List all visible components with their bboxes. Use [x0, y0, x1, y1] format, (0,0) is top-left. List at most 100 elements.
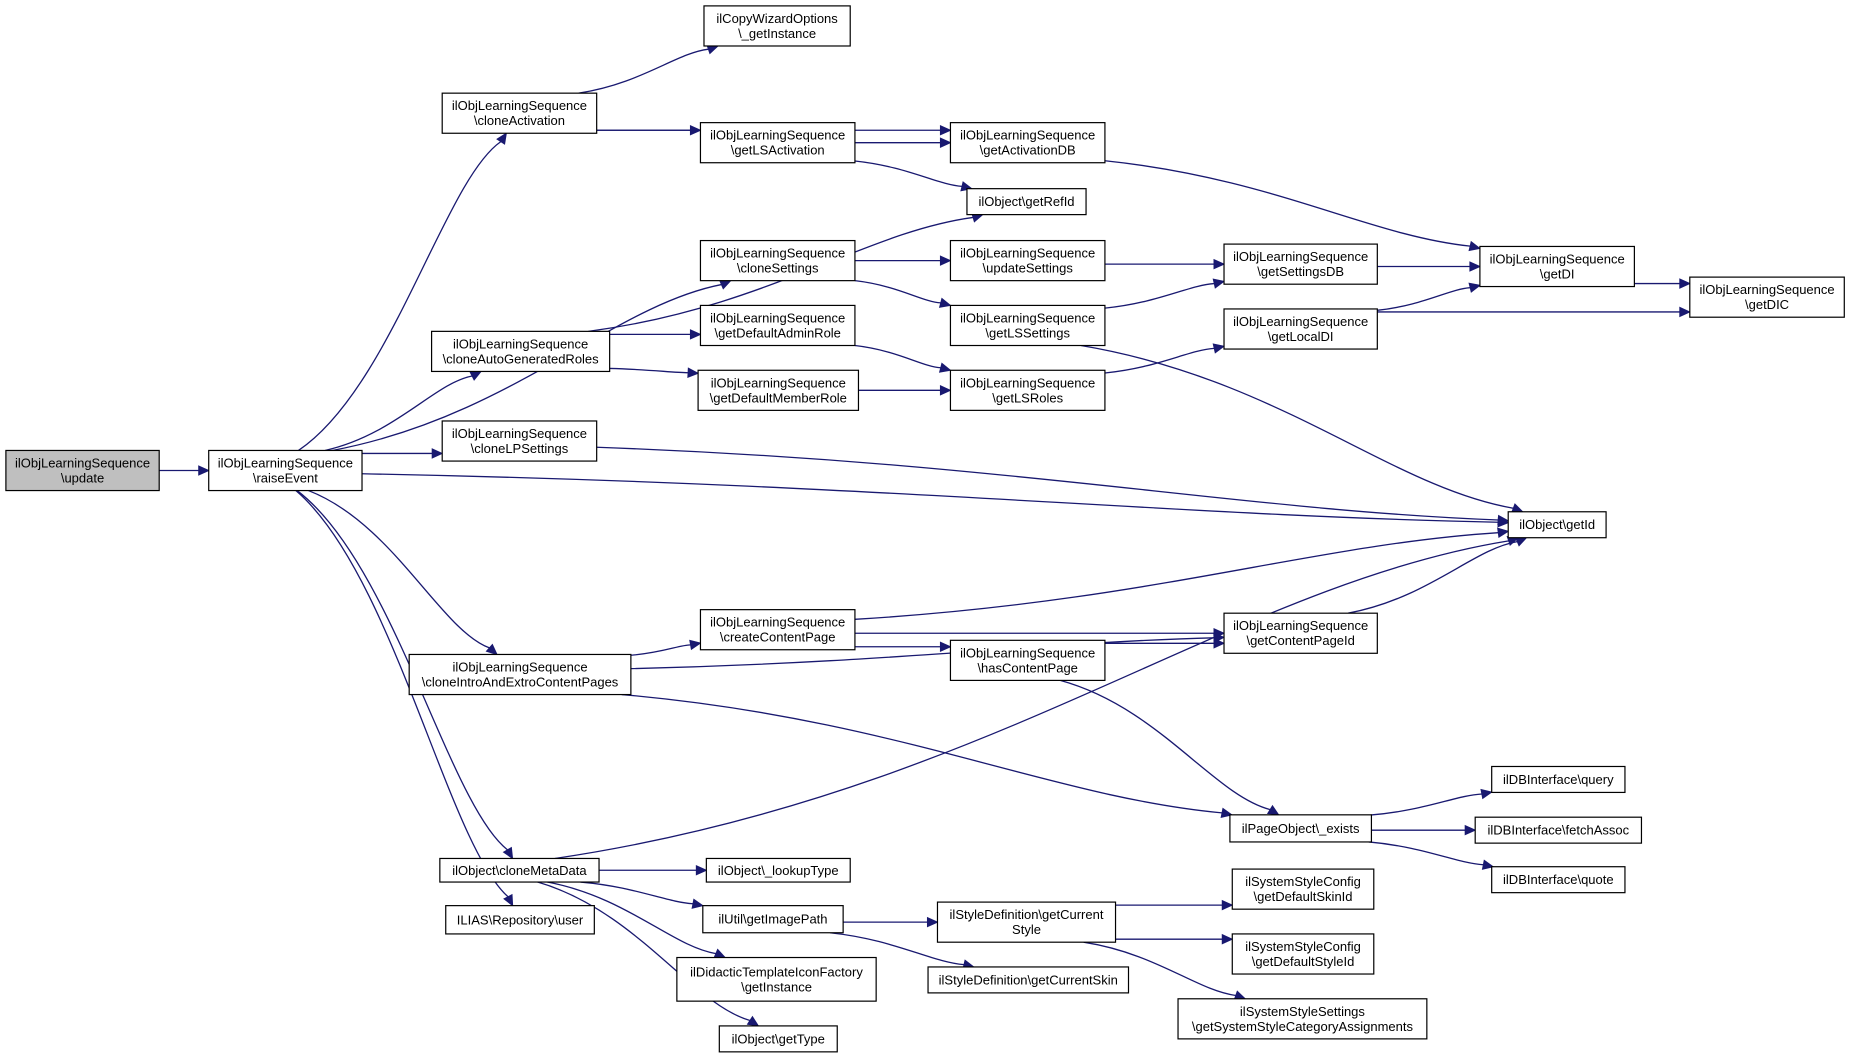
edge-cloneMetaData-to-getImagePath — [580, 881, 705, 909]
node-label-line: \getLocalDI — [1268, 329, 1334, 344]
node-getDefaultAdminRole[interactable]: ilObjLearningSequence\getDefaultAdminRol… — [699, 304, 856, 347]
node-getLSActivation[interactable]: ilObjLearningSequence\getLSActivation — [699, 122, 856, 164]
node-getDIC[interactable]: ilObjLearningSequence\getDIC — [1689, 276, 1845, 318]
arrowhead-icon — [1497, 527, 1510, 538]
node-defaultSkinId[interactable]: ilSystemStyleConfig\getDefaultSkinId — [1231, 868, 1375, 910]
edge-getActivationDB-to-getDI — [1104, 160, 1482, 252]
node-repoUser[interactable]: ILIAS\Repository\user — [445, 905, 595, 935]
arrowhead-icon — [689, 124, 702, 136]
node-box — [1223, 308, 1378, 350]
node-box — [676, 956, 877, 1002]
node-box — [705, 857, 851, 883]
node-getId[interactable]: ilObject\getId — [1507, 511, 1607, 539]
node-box — [1177, 998, 1428, 1040]
node-label-line: \cloneIntroAndExtroContentPages — [422, 675, 619, 690]
node-getDefaultMemberRole[interactable]: ilObjLearningSequence\getDefaultMemberRo… — [697, 369, 860, 411]
node-hasContentPage[interactable]: ilObjLearningSequence\hasContentPage — [949, 639, 1106, 682]
arrowhead-icon — [1213, 258, 1226, 270]
node-defaultStyleId[interactable]: ilSystemStyleConfig\getDefaultStyleId — [1231, 933, 1375, 975]
node-cloneIntroAndExtroContentPages[interactable]: ilObjLearningSequence\cloneIntroAndExtro… — [408, 653, 632, 696]
edge-line — [1368, 841, 1484, 866]
node-box — [697, 369, 860, 411]
arrowhead-icon — [198, 465, 210, 476]
node-styleCategory[interactable]: ilSystemStyleSettings\getSystemStyleCate… — [1177, 998, 1428, 1040]
node-label-line: ilObjLearningSequence — [960, 128, 1095, 143]
node-raiseEvent[interactable]: ilObjLearningSequence\raiseEvent — [208, 449, 363, 492]
node-label-line: ilObjLearningSequence — [1233, 618, 1368, 633]
node-box — [430, 330, 611, 373]
node-box — [1231, 933, 1375, 975]
node-getLocalDI[interactable]: ilObjLearningSequence\getLocalDI — [1223, 308, 1378, 350]
node-getLSSettings[interactable]: ilObjLearningSequence\getLSSettings — [949, 304, 1106, 347]
arrowhead-icon — [1266, 804, 1280, 816]
node-label-line: \getInstance — [741, 979, 812, 994]
edge-line — [298, 141, 502, 451]
edge-line — [1060, 679, 1271, 811]
edge-line — [609, 367, 689, 374]
node-cloneActivation[interactable]: ilObjLearningSequence\cloneActivation — [441, 92, 598, 134]
edge-hasContentPage-to-pageExists — [1060, 679, 1280, 816]
node-box — [966, 188, 1087, 216]
edge-pageExists-to-dbQuote — [1368, 841, 1495, 870]
arrowhead-icon — [939, 641, 952, 653]
node-label-line: \getDefaultMemberRole — [710, 390, 847, 405]
node-label-line: ilObject\getRefId — [978, 194, 1074, 209]
node-getSettingsDB[interactable]: ilObjLearningSequence\getSettingsDB — [1223, 243, 1378, 285]
node-box — [1229, 814, 1373, 843]
node-getDI[interactable]: ilObjLearningSequence\getDI — [1479, 245, 1635, 288]
node-label-line: \getLSSettings — [985, 325, 1070, 340]
node-pageExists[interactable]: ilPageObject\_exists — [1229, 814, 1373, 843]
node-update[interactable]: ilObjLearningSequence\update — [5, 449, 160, 492]
edge-cloneActivation-to-copyWizard — [578, 44, 720, 94]
node-getLSRoles[interactable]: ilObjLearningSequence\getLSRoles — [949, 369, 1106, 411]
node-copyWizard[interactable]: ilCopyWizardOptions\_getInstance — [703, 5, 851, 47]
node-label-line: ilObjLearningSequence — [218, 456, 353, 471]
arrowhead-icon — [1220, 807, 1234, 818]
node-createContentPage[interactable]: ilObjLearningSequence\createContentPage — [699, 609, 856, 651]
node-label-line: ilSystemStyleSettings — [1240, 1004, 1365, 1019]
node-didactic[interactable]: ilDidacticTemplateIconFactory\getInstanc… — [676, 956, 877, 1002]
edge-cloneMetaData-to-getType — [537, 881, 760, 1027]
node-label-line: ilDBInterface\query — [1503, 772, 1614, 787]
arrowhead-icon — [1497, 514, 1510, 526]
node-label-line: ilObjLearningSequence — [960, 246, 1095, 261]
edge-line — [829, 932, 965, 966]
edge-cloneSettings-to-updateSettings — [854, 255, 952, 266]
node-label-line: ilObjLearningSequence — [452, 426, 587, 441]
node-box — [439, 857, 600, 883]
node-getCurrentSkin[interactable]: ilStyleDefinition\getCurrentSkin — [927, 966, 1130, 994]
node-box — [702, 905, 844, 934]
node-getImagePath[interactable]: ilUtil\getImagePath — [702, 905, 844, 934]
edge-line — [854, 160, 963, 188]
node-getType[interactable]: ilObject\getType — [718, 1025, 838, 1053]
edge-getLSSettings-to-getSettingsDB — [1104, 278, 1226, 309]
edge-cloneAutoGeneratedRoles-to-getDefaultAdminRole — [609, 329, 702, 340]
edge-getLSActivation-to-getActivationDB — [854, 137, 952, 148]
node-label-line: ilStyleDefinition\getCurrentSkin — [939, 972, 1118, 987]
node-dbQuery[interactable]: ilDBInterface\query — [1491, 765, 1626, 794]
node-updateSettings[interactable]: ilObjLearningSequence\updateSettings — [949, 239, 1106, 282]
node-cloneSettings[interactable]: ilObjLearningSequence\cloneSettings — [699, 239, 856, 282]
edge-hasContentPage-to-getContentPageId — [1104, 638, 1226, 649]
node-dbFetchAssoc[interactable]: ilDBInterface\fetchAssoc — [1474, 816, 1643, 844]
node-getRefId[interactable]: ilObject\getRefId — [966, 188, 1087, 216]
node-cloneLPSettings[interactable]: ilObjLearningSequence\cloneLPSettings — [441, 420, 598, 462]
node-label-line: ilDBInterface\quote — [1503, 872, 1614, 887]
node-box — [1474, 816, 1643, 844]
edge-getContentPageId-to-getId — [1347, 536, 1528, 614]
node-getContentPageId[interactable]: ilObjLearningSequence\getContentPageId — [1223, 612, 1378, 654]
arrowhead-icon — [502, 846, 514, 860]
node-box — [1223, 243, 1378, 285]
edge-line — [324, 375, 473, 452]
node-cloneMetaData[interactable]: ilObject\cloneMetaData — [439, 857, 600, 883]
node-label-line: Style — [1012, 922, 1041, 937]
node-dbQuote[interactable]: ilDBInterface\quote — [1491, 866, 1626, 894]
node-cloneAutoGeneratedRoles[interactable]: ilObjLearningSequence\cloneAutoGenerated… — [430, 330, 611, 373]
node-label-line: ilObjLearningSequence — [960, 375, 1095, 390]
node-label-line: ilSystemStyleConfig — [1245, 939, 1361, 954]
node-lookupType[interactable]: ilObject\_lookupType — [705, 857, 851, 883]
edge-getLSSettings-to-getId — [1080, 344, 1524, 514]
node-getActivationDB[interactable]: ilObjLearningSequence\getActivationDB — [949, 122, 1106, 164]
node-label-line: \cloneActivation — [474, 113, 565, 128]
